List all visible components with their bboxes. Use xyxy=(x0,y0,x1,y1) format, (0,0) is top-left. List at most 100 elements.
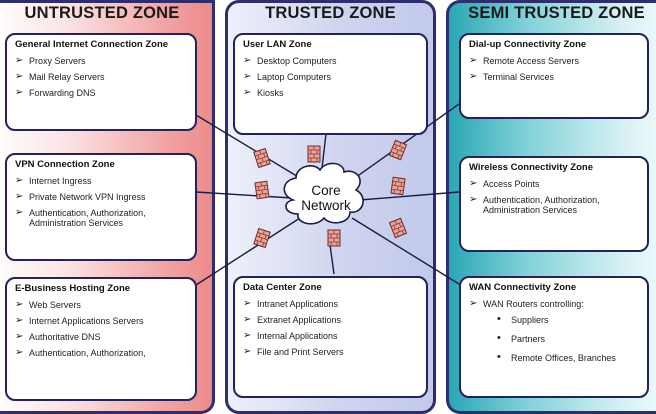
core-network-label-line2: Network xyxy=(301,198,351,213)
box-title: Dial-up Connectivity Zone xyxy=(469,39,587,50)
list-item-label: Kiosks xyxy=(257,88,284,98)
sub-list-item: • Suppliers xyxy=(469,313,641,326)
firewall-icon xyxy=(307,145,321,163)
chevron-arrow-icon: ➢ xyxy=(243,55,252,66)
sub-list-item: • Partners xyxy=(469,332,641,345)
trusted-zone-title: TRUSTED ZONE xyxy=(265,4,396,22)
list-item: ➢ File and Print Servers xyxy=(243,346,420,358)
user-lan-zone: User LAN Zone ➢Desktop Computers ➢Laptop… xyxy=(233,33,428,135)
list-item: ➢Internet Applications Servers xyxy=(15,316,189,327)
box-title: User LAN Zone xyxy=(243,39,312,50)
list-item: ➢Internal Applications xyxy=(243,331,420,342)
sub-list-item-label: Remote Offices, Branches xyxy=(511,353,616,363)
chevron-arrow-icon: ➢ xyxy=(15,207,24,218)
connection-line-vpn xyxy=(195,191,293,199)
dial-up-connectivity-zone: Dial-up Connectivity Zone ➢ Remote Access… xyxy=(459,33,649,119)
sub-list-item-label: Suppliers xyxy=(511,315,549,325)
list-item-label: Internet Applications Servers xyxy=(29,316,144,326)
list-item-label: Private Network VPN Ingress xyxy=(29,192,146,202)
list-item: ➢ Terminal Services xyxy=(469,71,641,83)
list-item: ➢ Desktop Computers xyxy=(243,55,420,67)
list-item-label: Authentication, Authorization, Administr… xyxy=(29,208,146,228)
list-item: ➢ Authentication, Authorization, Administ… xyxy=(469,194,641,216)
chevron-arrow-icon: ➢ xyxy=(15,331,24,342)
chevron-arrow-icon: ➢ xyxy=(469,194,478,205)
firewall-icon xyxy=(253,227,271,249)
list-item: ➢ Kiosks xyxy=(243,87,420,99)
list-item-label: Authoritative DNS xyxy=(29,332,101,342)
list-item-label: Authentication, Authorization, Administr… xyxy=(483,195,600,215)
list-item-label: Access Points xyxy=(483,179,540,189)
list-item-label: File and Print Servers xyxy=(257,347,344,357)
list-item-label: Proxy Servers xyxy=(29,56,86,66)
box-title: Data Center Zone xyxy=(243,282,322,293)
connection-line-general xyxy=(195,114,301,179)
list-item-label: Desktop Computers xyxy=(257,56,337,66)
semi-trusted-zone-title: SEMI TRUSTED ZONE xyxy=(468,4,645,22)
list-item-label: Web Servers xyxy=(29,300,81,310)
chevron-arrow-icon: ➢ xyxy=(243,314,252,325)
list-item-label: WAN Routers controlling: xyxy=(483,299,584,309)
list-item: ➢ Access Points xyxy=(469,178,641,190)
chevron-arrow-icon: ➢ xyxy=(15,71,24,82)
list-item-label: Internet Ingress xyxy=(29,176,92,186)
chevron-arrow-icon: ➢ xyxy=(15,299,24,310)
untrusted-zone-title: UNTRUSTED ZONE xyxy=(24,4,180,22)
chevron-arrow-icon: ➢ xyxy=(469,178,478,189)
firewall-icon xyxy=(327,229,341,247)
chevron-arrow-icon: ➢ xyxy=(469,298,478,309)
bullet-icon: • xyxy=(497,351,501,363)
list-item: ➢ Intranet Applications xyxy=(243,298,420,310)
chevron-arrow-icon: ➢ xyxy=(15,175,24,186)
list-item: ➢ Internet Ingress xyxy=(15,175,189,187)
sub-list-item-label: Partners xyxy=(511,334,546,344)
list-item: ➢ Extranet Applications xyxy=(243,314,420,326)
general-internet-connection-zone: General Internet Connection Zone ➢ Proxy … xyxy=(5,33,197,131)
core-network-cloud xyxy=(283,162,364,225)
chevron-arrow-icon: ➢ xyxy=(243,298,252,309)
list-item: ➢Laptop Computers xyxy=(243,72,420,83)
bullet-icon: • xyxy=(497,313,501,325)
e-business-hosting-zone: E-Business Hosting Zone ➢Web Servers ➢In… xyxy=(5,277,197,401)
list-item-label: Mail Relay Servers xyxy=(29,72,105,82)
box-title: General Internet Connection Zone xyxy=(15,39,169,50)
chevron-arrow-icon: ➢ xyxy=(243,87,252,98)
chevron-arrow-icon: ➢ xyxy=(15,347,24,358)
vpn-connection-zone: VPN Connection Zone ➢Internet Ingress ➢P… xyxy=(5,153,197,261)
list-item: ➢ Authentication, Authorization, xyxy=(15,347,189,359)
firewall-icon xyxy=(388,139,408,161)
chevron-arrow-icon: ➢ xyxy=(15,87,24,98)
chevron-arrow-icon: ➢ xyxy=(469,55,478,66)
list-item-label: Intranet Applications xyxy=(257,299,339,309)
list-item: ➢ WAN Routers controlling: xyxy=(469,298,641,310)
firewall-icon xyxy=(390,176,406,196)
list-item: ➢ Authentication, Authorization, Administ… xyxy=(15,207,189,229)
connection-line-ebusiness xyxy=(195,217,301,286)
box-title: E-Business Hosting Zone xyxy=(15,283,131,294)
list-item-label: Terminal Services xyxy=(483,72,555,82)
list-item-label: Extranet Applications xyxy=(257,315,342,325)
box-title: WAN Connectivity Zone xyxy=(469,282,577,293)
list-item: ➢Forwarding DNS xyxy=(15,87,189,99)
connection-line-wireless xyxy=(359,191,460,201)
firewall-icon xyxy=(254,180,270,200)
core-network-label: Core Network xyxy=(290,183,362,213)
list-item-label: Remote Access Servers xyxy=(483,56,580,66)
bullet-icon: • xyxy=(497,332,501,344)
connection-line-dialup xyxy=(351,103,460,181)
connection-line-userlan xyxy=(321,133,327,169)
data-center-zone: Data Center Zone ➢Intranet Applications … xyxy=(233,276,428,398)
list-item-label: Laptop Computers xyxy=(257,72,332,82)
chevron-arrow-icon: ➢ xyxy=(15,191,24,202)
wan-connectivity-zone: WAN Connectivity Zone ➢ WAN Routers contr… xyxy=(459,276,649,398)
sub-list-item: • Remote Offices, Branches xyxy=(469,351,641,364)
connection-line-wan xyxy=(351,217,460,285)
list-item: ➢ Authoritative DNS xyxy=(15,331,189,343)
core-network-label-line1: Core xyxy=(311,183,341,198)
list-item-label: Authentication, Authorization, xyxy=(29,348,146,358)
wireless-connectivity-zone: Wireless Connectivity Zone ➢Access Point… xyxy=(459,156,649,252)
chevron-arrow-icon: ➢ xyxy=(469,71,478,82)
chevron-arrow-icon: ➢ xyxy=(243,346,252,357)
chevron-arrow-icon: ➢ xyxy=(15,55,24,66)
